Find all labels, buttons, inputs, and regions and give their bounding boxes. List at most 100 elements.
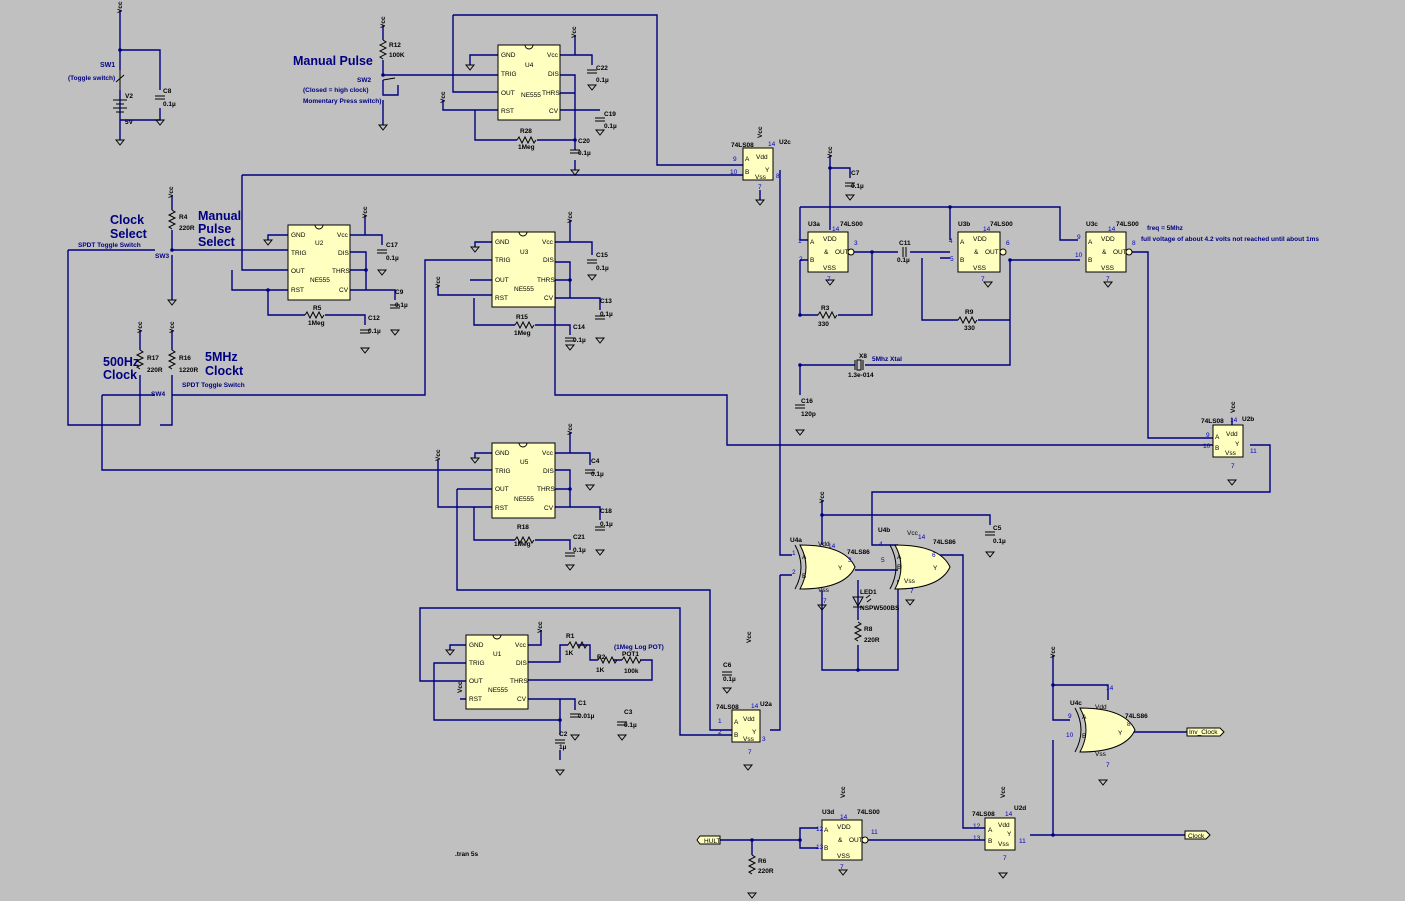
clock-500hz-1: 500Hz xyxy=(103,355,139,369)
svg-text:POT1: POT1 xyxy=(622,651,639,658)
svg-text:Y: Y xyxy=(1007,831,1012,838)
svg-text:1: 1 xyxy=(792,550,796,557)
svg-text:U2b: U2b xyxy=(1242,416,1254,423)
svg-text:Vcc: Vcc xyxy=(542,450,554,457)
svg-text:B: B xyxy=(1215,445,1219,452)
svg-text:14: 14 xyxy=(832,226,840,233)
svg-text:14: 14 xyxy=(840,814,848,821)
tran-directive: .tran 5s xyxy=(455,851,479,858)
svg-text:8: 8 xyxy=(776,173,780,180)
svg-text:VDD: VDD xyxy=(973,236,987,243)
svg-text:Vcc: Vcc xyxy=(1230,401,1237,413)
v2-value: 5V xyxy=(125,119,134,126)
svg-text:1: 1 xyxy=(718,718,722,725)
svg-text:B: B xyxy=(734,732,738,739)
svg-text:C17: C17 xyxy=(386,242,398,249)
svg-text:DIS: DIS xyxy=(543,468,555,475)
svg-text:14: 14 xyxy=(751,703,759,710)
svg-text:Vss: Vss xyxy=(818,587,830,594)
svg-text:U2d: U2d xyxy=(1014,805,1026,812)
svg-text:1.3e-014: 1.3e-014 xyxy=(848,372,874,379)
net-label-hult: HULT xyxy=(696,835,721,845)
xtal-label: 5Mhz Xtal xyxy=(872,356,902,363)
svg-text:Vcc: Vcc xyxy=(117,1,124,13)
svg-text:A: A xyxy=(745,156,750,163)
svg-text:U4b: U4b xyxy=(878,527,890,534)
svg-text:0.1µ: 0.1µ xyxy=(600,521,613,528)
svg-text:Y: Y xyxy=(838,565,843,572)
svg-text:DIS: DIS xyxy=(543,257,555,264)
svg-text:R17: R17 xyxy=(147,355,159,362)
svg-text:VDD: VDD xyxy=(823,236,837,243)
r12-resistor: R12 100K xyxy=(379,39,405,60)
svg-text:Vcc: Vcc xyxy=(827,146,834,158)
svg-text:11: 11 xyxy=(1019,838,1026,845)
svg-text:1220R: 1220R xyxy=(179,367,198,374)
svg-text:5: 5 xyxy=(950,256,954,263)
svg-text:RST: RST xyxy=(469,696,482,703)
svg-text:A: A xyxy=(734,719,739,726)
svg-text:10: 10 xyxy=(1075,252,1083,259)
svg-text:Vcc: Vcc xyxy=(169,321,176,333)
svg-text:CV: CV xyxy=(517,696,527,703)
svg-text:OUT: OUT xyxy=(1113,249,1127,256)
svg-text:3: 3 xyxy=(848,557,852,564)
svg-text:R15: R15 xyxy=(516,314,528,321)
svg-text:330: 330 xyxy=(818,321,829,328)
svg-text:GND: GND xyxy=(495,450,510,457)
svg-text:0.01µ: 0.01µ xyxy=(578,713,595,720)
r16-resistor: R16 1220R xyxy=(168,349,198,374)
svg-text:(Closed = high clock): (Closed = high clock) xyxy=(303,87,369,94)
svg-text:TRIG: TRIG xyxy=(495,468,511,475)
svg-text:Vcc: Vcc xyxy=(168,186,175,198)
svg-text:1K: 1K xyxy=(565,650,574,657)
svg-text:Momentary Press switch): Momentary Press switch) xyxy=(303,98,381,105)
svg-text:THRS: THRS xyxy=(537,486,555,493)
svg-text:&: & xyxy=(974,249,979,256)
svg-text:3: 3 xyxy=(854,240,858,247)
svg-text:Y: Y xyxy=(765,167,770,174)
svg-text:THRS: THRS xyxy=(332,268,350,275)
svg-text:5: 5 xyxy=(881,557,885,564)
svg-text:1Meg: 1Meg xyxy=(518,144,535,151)
sw2-label: SW2 xyxy=(357,77,371,84)
svg-text:Vcc: Vcc xyxy=(542,239,554,246)
svg-text:C2: C2 xyxy=(559,731,568,738)
svg-text:11: 11 xyxy=(1250,448,1257,455)
svg-text:0.1µ: 0.1µ xyxy=(851,183,864,190)
svg-text:C5: C5 xyxy=(993,525,1002,532)
svg-text:OUT: OUT xyxy=(291,268,305,275)
svg-text:NE555: NE555 xyxy=(310,277,330,284)
sw1-label: SW1 xyxy=(100,62,115,69)
sw1-desc: (Toggle switch) xyxy=(68,75,115,82)
svg-text:12: 12 xyxy=(816,826,824,833)
svg-text:74LS00: 74LS00 xyxy=(840,221,863,228)
sw3-desc: SPDT Toggle Switch xyxy=(78,242,141,249)
svg-text:Vdd: Vdd xyxy=(818,541,830,548)
svg-text:7: 7 xyxy=(910,588,914,595)
svg-text:GND: GND xyxy=(495,239,510,246)
svg-text:C11: C11 xyxy=(899,240,911,247)
sw2-switch: SW2 (Closed = high clock) Momentary Pres… xyxy=(303,77,396,105)
svg-text:TRIG: TRIG xyxy=(501,71,517,78)
svg-text:0.1µ: 0.1µ xyxy=(591,471,604,478)
svg-text:THRS: THRS xyxy=(542,90,560,97)
svg-text:A: A xyxy=(824,827,829,834)
svg-text:Y: Y xyxy=(933,565,938,572)
svg-text:&: & xyxy=(1102,249,1107,256)
svg-text:0.1µ: 0.1µ xyxy=(600,311,613,318)
svg-text:TRIG: TRIG xyxy=(469,660,485,667)
svg-text:U5: U5 xyxy=(520,459,529,466)
svg-text:7: 7 xyxy=(823,598,827,605)
svg-text:C15: C15 xyxy=(596,252,608,259)
svg-text:Clock: Clock xyxy=(1188,833,1205,840)
svg-text:9: 9 xyxy=(733,156,737,163)
svg-text:0.1µ: 0.1µ xyxy=(368,328,381,335)
ground-symbols xyxy=(115,64,1237,899)
svg-text:74LS86: 74LS86 xyxy=(847,549,870,556)
